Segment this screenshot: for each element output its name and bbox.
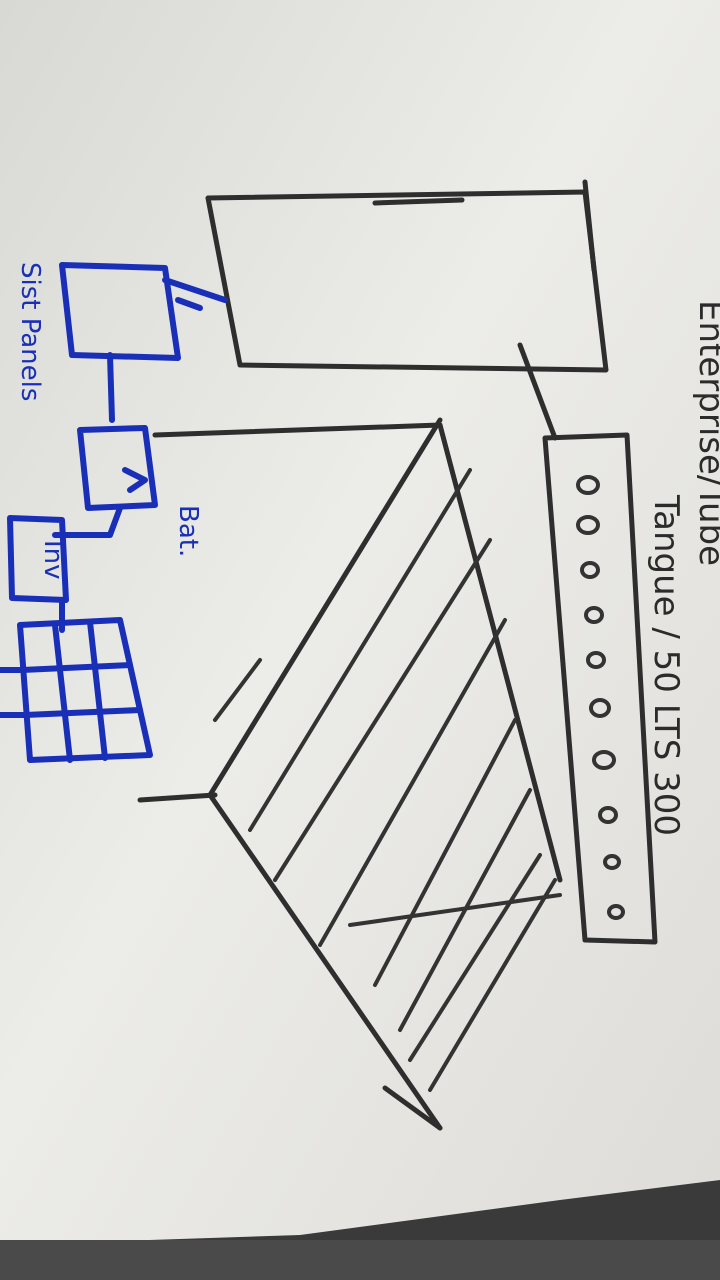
top-note-label: Enterprise/Tube [691, 300, 720, 566]
battery-label: Bat. [173, 505, 203, 557]
side-panels-label: Sist Panels [15, 262, 45, 401]
inverter-box [7, 515, 69, 603]
blue-panel-box [59, 262, 228, 361]
tube-collector-box [542, 432, 658, 945]
solar-frame-triangle [137, 417, 563, 1131]
inverter-label: Inv [38, 540, 68, 580]
connector-pipe [517, 342, 558, 441]
blue-wire-1 [107, 352, 115, 423]
pv-panel-grid [0, 617, 153, 763]
battery-box [77, 425, 158, 511]
blue-wire-2 [52, 505, 123, 538]
tube-circles [576, 475, 625, 920]
tank-note-label: Tangue / 50 LTS 300 [646, 494, 686, 836]
upper-tank-box [205, 179, 609, 373]
paper-sheet [0, 0, 720, 1245]
